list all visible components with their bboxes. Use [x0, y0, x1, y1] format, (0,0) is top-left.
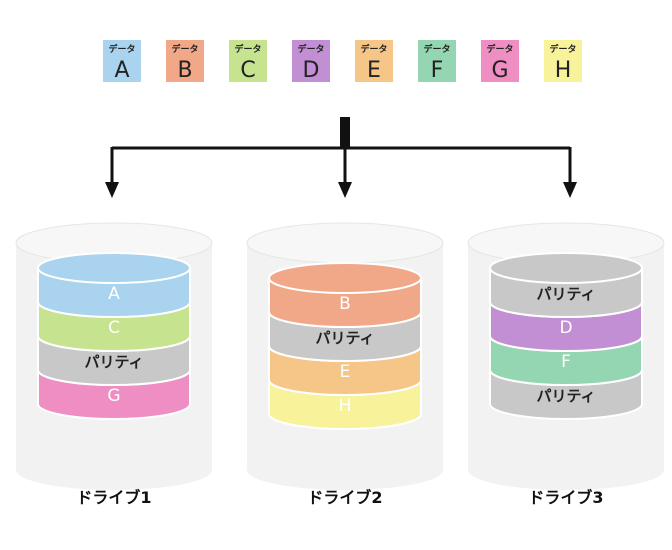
- drive-layer: A: [37, 252, 191, 318]
- drive-layer-label: H: [339, 396, 352, 416]
- data-block-letter: H: [555, 58, 572, 83]
- drive-label: ドライブ1: [76, 488, 151, 507]
- data-block-letter: A: [114, 58, 129, 83]
- distribution-arrows: [105, 117, 577, 198]
- data-block-letter: C: [240, 58, 255, 83]
- drive-layer: パリティ: [489, 252, 643, 318]
- drive-layer-label: パリティ: [536, 387, 595, 405]
- drive-layer-label: パリティ: [84, 353, 143, 371]
- data-block-h: データ H: [544, 40, 582, 83]
- drive-layer-label: C: [108, 318, 120, 338]
- data-block-a: データ A: [103, 40, 141, 83]
- data-block-c: データ C: [229, 40, 267, 83]
- drive-2: HE パリティ B ドライブ2: [246, 222, 444, 507]
- data-block-tag: データ: [108, 43, 135, 55]
- drive-label: ドライブ2: [307, 488, 382, 507]
- data-block-d: データ D: [292, 40, 330, 83]
- data-block-bg: [103, 40, 141, 82]
- drive-label: ドライブ3: [528, 488, 603, 507]
- drive-layer-label: A: [108, 284, 120, 304]
- data-block-g: データ G: [481, 40, 519, 83]
- data-block-letter: D: [303, 58, 320, 83]
- drive-layer: B: [268, 262, 422, 328]
- data-block-e: データ E: [355, 40, 393, 83]
- arrow-stem: [340, 117, 350, 148]
- data-block-tag: データ: [234, 43, 261, 55]
- data-block-bg: [418, 40, 456, 82]
- data-block-bg: [166, 40, 204, 82]
- drive-layer-label: B: [339, 294, 351, 314]
- data-block-bg: [292, 40, 330, 82]
- data-block-letter: B: [177, 58, 192, 83]
- drive-layer-label: D: [559, 318, 572, 338]
- arrow-down-icon: [338, 147, 352, 198]
- data-block-letter: E: [367, 58, 381, 83]
- data-block-letter: G: [491, 58, 508, 83]
- data-block-bg: [544, 40, 582, 82]
- drive-layer-label: パリティ: [315, 329, 374, 347]
- data-block-b: データ B: [166, 40, 204, 83]
- data-blocks-row: データ A データ B データ C データ D データ E データ F データ G データ H: [103, 40, 582, 83]
- data-block-bg: [355, 40, 393, 82]
- drive-1: G パリティ CA ドライブ1: [15, 222, 213, 507]
- data-block-bg: [229, 40, 267, 82]
- arrow-down-icon: [563, 147, 577, 198]
- data-block-tag: データ: [297, 43, 324, 55]
- data-block-tag: データ: [423, 43, 450, 55]
- data-block-f: データ F: [418, 40, 456, 83]
- drive-layer-label: パリティ: [536, 285, 595, 303]
- data-block-tag: データ: [171, 43, 198, 55]
- data-block-bg: [481, 40, 519, 82]
- arrow-down-icon: [105, 147, 119, 198]
- drive-layer-label: F: [561, 352, 571, 372]
- drive-layer-label: E: [340, 362, 351, 382]
- drive-layer-label: G: [107, 386, 120, 406]
- data-block-tag: データ: [360, 43, 387, 55]
- data-block-letter: F: [431, 58, 444, 83]
- data-block-tag: データ: [549, 43, 576, 55]
- data-block-tag: データ: [486, 43, 513, 55]
